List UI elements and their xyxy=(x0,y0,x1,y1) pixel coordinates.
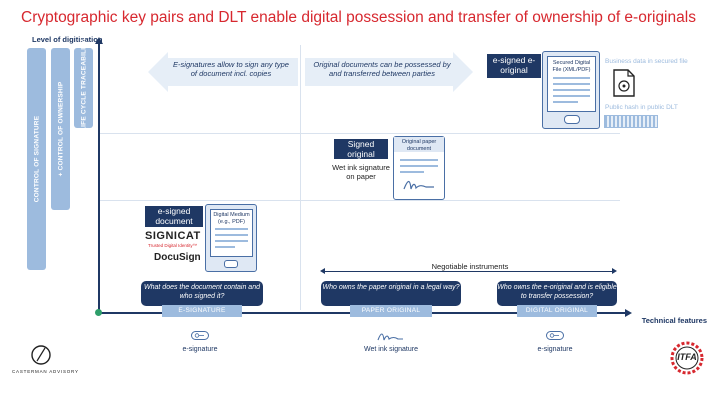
digital-medium-title: Digital Medium (e.g., PDF) xyxy=(213,212,250,225)
level-line-middle xyxy=(100,200,620,201)
secured-digital-file-card: Secured Digital File (XML/PDF) xyxy=(542,51,600,129)
original-paper-document-title: Original paper document xyxy=(401,139,437,152)
tag-paper-original: PAPER ORIGINAL xyxy=(350,305,432,317)
vbar-control-of-signature: CONTROL OF SIGNATURE xyxy=(27,48,46,270)
e-signature-caption-left: e-signature xyxy=(182,346,218,353)
secured-digital-file-title: Secured Digital File (XML/PDF) xyxy=(552,60,591,73)
left-arrow-text: E-signatures allow to sign any type of d… xyxy=(173,60,289,78)
digital-medium-card: Digital Medium (e.g., PDF) xyxy=(205,204,257,272)
left-arrow-shape xyxy=(148,52,298,92)
negotiable-arrow-right xyxy=(612,268,617,274)
dlt-chain-icon xyxy=(604,115,658,128)
slide-title: Cryptographic key pairs and DLT enable d… xyxy=(21,9,696,26)
e-signature-caption-right: e-signature xyxy=(537,346,573,353)
casterman-advisory-logo: CASTERMAN ADVISORY xyxy=(12,369,79,374)
right-arrow-text: Original documents can be possessed by a… xyxy=(313,60,451,78)
signed-original-label: Signed original xyxy=(334,139,388,159)
vbar-lifecycle-traceability: + LIFE CYCLE TRACEABILITY xyxy=(74,39,93,137)
question-paper-original: Who owns the paper original in a legal w… xyxy=(321,281,461,306)
y-axis-label: Level of digitisation xyxy=(32,35,103,44)
y-axis xyxy=(95,37,103,314)
question-e-signature: What does the document contain and who s… xyxy=(141,281,263,306)
public-hash-text: Public hash in public DLT xyxy=(605,104,678,111)
negotiable-instruments-label: Negotiable instruments xyxy=(418,262,522,271)
e-signed-document-label: e-signed document xyxy=(145,206,203,227)
wet-ink-signature-icon xyxy=(377,333,403,343)
negotiable-range-line xyxy=(322,271,615,272)
signicat-logo: SIGNICAT xyxy=(145,230,201,242)
signature-scribble-icon xyxy=(403,180,434,190)
original-paper-document-card: Original paper document xyxy=(393,136,445,200)
key-icon xyxy=(224,260,238,268)
vbar-control-of-ownership: + CONTROL OF OWNERSHIP xyxy=(51,48,70,210)
e-signed-e-original-label: e-signed e-original xyxy=(487,54,541,78)
signicat-tagline: Trusted Digital Identity™ xyxy=(148,243,198,248)
wet-ink-caption: Wet ink signature on paper xyxy=(332,163,390,181)
e-signature-key-icon xyxy=(546,331,564,340)
level-line-top xyxy=(100,133,620,134)
negotiable-arrow-left xyxy=(320,268,325,274)
itfa-logo-badge xyxy=(670,341,704,375)
right-arrow-shape xyxy=(305,52,473,92)
secured-file-icon xyxy=(613,69,635,97)
divider-line xyxy=(300,45,301,310)
tag-digital-original: DIGITAL ORIGINAL xyxy=(517,305,597,317)
casterman-logo-icon xyxy=(31,345,51,365)
docusign-logo: DocuSign xyxy=(154,252,201,263)
origin-dot xyxy=(95,309,102,316)
question-digital-original: Who owns the e-original and is eligible … xyxy=(497,281,617,306)
x-axis-label: Technical features xyxy=(641,316,707,325)
wet-ink-signature-caption: Wet ink signature xyxy=(364,346,418,353)
tag-e-signature: E-SIGNATURE xyxy=(162,305,242,317)
itfa-logo-text: ITFA xyxy=(677,352,697,362)
business-data-text: Business data in secured file xyxy=(605,58,688,65)
e-signature-key-icon xyxy=(191,331,209,340)
key-icon xyxy=(564,115,580,124)
